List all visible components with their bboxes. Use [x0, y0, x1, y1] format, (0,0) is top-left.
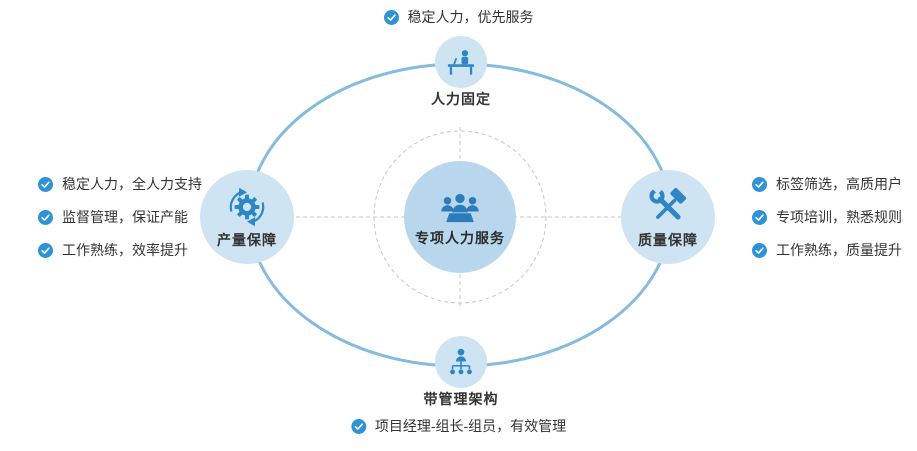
gear-sync-icon: [225, 185, 269, 229]
node-dedicated-manpower-service: 专项人力服务: [404, 161, 516, 273]
list-item: 工作熟练，质量提升: [752, 242, 902, 258]
tools-icon: [646, 185, 690, 229]
node-label: 专项人力服务: [415, 229, 505, 246]
check-icon: [752, 209, 767, 225]
benefit-text: 稳定人力，全人力支持: [62, 176, 202, 192]
list-item: 专项培训，熟悉规则: [752, 209, 902, 225]
benefit-text: 专项培训，熟悉规则: [776, 209, 902, 225]
node-quality-guarantee-circle: 质量保障: [621, 170, 715, 264]
check-icon: [752, 176, 767, 192]
left-benefits-list: 稳定人力，全人力支持 监督管理，保证产能 工作熟练，效率提升: [38, 176, 202, 258]
check-icon: [350, 418, 366, 434]
node-dedicated-manpower-service-circle: 专项人力服务: [404, 161, 516, 273]
top-note: 稳定人力，优先服务: [383, 9, 534, 25]
node-label: 产量保障: [217, 232, 277, 249]
node-management-structure: 带管理架构: [421, 336, 501, 407]
benefit-text: 工作熟练，质量提升: [776, 242, 902, 258]
list-item: 监督管理，保证产能: [38, 209, 202, 225]
benefit-text: 监督管理，保证产能: [62, 209, 188, 225]
node-quality-guarantee: 质量保障: [621, 170, 715, 264]
node-fixed-manpower: 人力固定: [427, 36, 495, 107]
node-label: 带管理架构: [423, 391, 499, 407]
check-icon: [38, 242, 53, 258]
list-item: 稳定人力，全人力支持: [38, 176, 202, 192]
check-icon: [38, 209, 53, 225]
node-management-structure-circle: [435, 336, 487, 388]
node-output-guarantee-circle: 产量保障: [200, 170, 294, 264]
benefit-text: 标签筛选，高质用户: [776, 176, 902, 192]
list-item: 标签筛选，高质用户: [752, 176, 902, 192]
org-chart-icon: [446, 346, 476, 378]
top-note-text: 稳定人力，优先服务: [407, 9, 534, 25]
person-desk-icon: [445, 48, 477, 76]
node-fixed-manpower-circle: [435, 36, 487, 88]
node-output-guarantee: 产量保障: [200, 170, 294, 264]
check-icon: [752, 242, 767, 258]
dashed-ring: [373, 130, 547, 304]
check-icon: [38, 176, 53, 192]
node-label: 质量保障: [638, 232, 698, 249]
bottom-note: 项目经理-组长-组员，有效管理: [350, 418, 567, 434]
bottom-note-text: 项目经理-组长-组员，有效管理: [374, 418, 567, 434]
node-label: 人力固定: [431, 91, 491, 107]
benefit-text: 工作熟练，效率提升: [62, 242, 188, 258]
right-benefits-list: 标签筛选，高质用户 专项培训，熟悉规则 工作熟练，质量提升: [752, 176, 902, 258]
list-item: 工作熟练，效率提升: [38, 242, 202, 258]
team-icon: [435, 188, 485, 226]
check-icon: [383, 9, 399, 25]
